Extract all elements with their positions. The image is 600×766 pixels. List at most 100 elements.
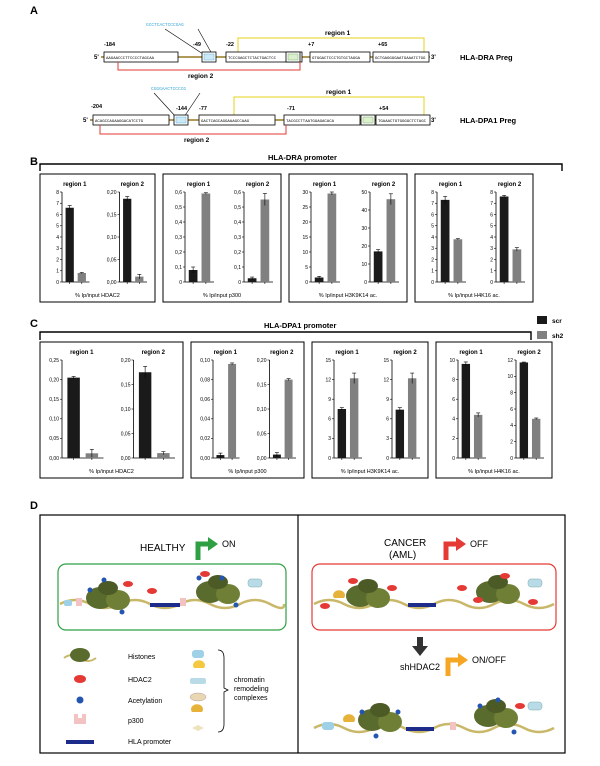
subplot-title: region 2	[121, 182, 145, 188]
bar-scr	[65, 207, 74, 282]
y-tick-label: 12	[383, 377, 389, 383]
y-tick-label: 0,20	[257, 358, 267, 364]
y-tick-label: 0,2	[175, 250, 182, 256]
y-tick-label: 3	[56, 246, 59, 252]
arrow-off-icon	[443, 537, 466, 560]
dpa1-box-3	[283, 114, 361, 126]
chart-xlabel: % Ip/input H3K9K14 ac.	[319, 293, 378, 299]
dpa1-name: HLA-DPA1 Preg	[460, 116, 517, 125]
subplot-title: region 1	[335, 350, 359, 356]
arrow-on-icon	[195, 537, 218, 560]
y-tick-label: 4	[490, 235, 493, 241]
dpa1-box-2	[198, 114, 276, 126]
dra-region2-label: region 2	[188, 73, 214, 80]
key-histones-icon	[70, 648, 90, 662]
y-tick-label: 0	[386, 456, 389, 462]
y-tick-label: 7	[490, 201, 493, 207]
cancer-promoter	[408, 603, 436, 607]
y-tick-label: 10	[507, 374, 513, 380]
chart-C-H3K9K14: % Ip/input H3K9K14 ac.region 103691215re…	[311, 341, 429, 479]
key-histones: Histones	[128, 654, 156, 661]
bar-scr	[499, 196, 509, 282]
dra-pos-1: -184	[104, 42, 116, 48]
off-label: OFF	[470, 539, 488, 549]
key-promoter: HLA promoter	[128, 739, 172, 746]
y-tick-label: 0	[364, 280, 367, 286]
cancer-chromatin	[313, 573, 555, 610]
chart-xlabel: % Ip/input H4K16 ac.	[448, 293, 500, 299]
bar-sh2	[512, 249, 522, 282]
y-tick-label: 3	[490, 246, 493, 252]
y-tick-label: 9	[386, 397, 389, 403]
bar-sh2	[157, 453, 170, 458]
dpa1-box-4	[375, 114, 431, 126]
key-promoter-icon	[66, 740, 94, 744]
y-tick-label: 3	[386, 436, 389, 442]
dra-box-1-seq: AAGAACCCTTCCCCTAGCAA	[106, 57, 155, 61]
healthy-box	[57, 563, 287, 631]
remodeling-complex-icons	[189, 650, 207, 731]
y-tick-label: 0,5	[234, 205, 241, 211]
chart-xlabel: % Ip/input H3K9K14 ac.	[341, 469, 400, 475]
y-tick-label: 15	[383, 358, 389, 364]
y-tick-label: 40	[361, 208, 367, 214]
y-tick-label: 0,05	[257, 431, 267, 437]
healthy-histones-left	[86, 581, 130, 610]
y-tick-label: 20	[302, 220, 308, 226]
panel-b-title: HLA-DRA promoter	[268, 153, 337, 162]
y-tick-label: 0,4	[234, 220, 241, 226]
y-tick-label: 6	[490, 212, 493, 218]
y-tick-label: 8	[510, 390, 513, 396]
subplot-title: region 2	[393, 350, 417, 356]
y-tick-label: 25	[302, 205, 308, 211]
panel-d: D HEALTHY ON	[30, 500, 566, 754]
panel-c-charts: % Ip/input HDAC2 region 1 0,00 0,05 0,10 0,15…	[39, 341, 553, 479]
y-tick-label: 5	[490, 224, 493, 230]
subplot-title: region 1	[214, 350, 238, 356]
dra-pos-3: -22	[226, 42, 234, 48]
key-hdac2-icon	[74, 675, 86, 683]
y-tick-label: 8	[431, 190, 434, 196]
dra-top-sequence: GCCTCACTCCCGAG	[146, 22, 184, 28]
shhdac2-chromatin	[313, 697, 555, 739]
y-tick-label: 0,20	[121, 358, 131, 364]
bar-sh2	[327, 193, 337, 282]
y-tick-label: 0,00	[121, 456, 131, 462]
y-tick-label: 0	[510, 456, 513, 462]
bar-scr	[188, 270, 198, 282]
y-tick-label: 0	[328, 456, 331, 462]
y-tick-label: 0,20	[107, 190, 117, 196]
on-label: ON	[222, 539, 236, 549]
y-tick-label: 0,02	[200, 436, 210, 442]
y-tick-label: 0,25	[49, 358, 59, 364]
y-tick-label: 0,15	[49, 397, 59, 403]
dpa1-pos-3: -77	[199, 106, 207, 112]
y-tick-label: 8	[452, 377, 455, 383]
y-tick-label: 0	[490, 280, 493, 286]
y-tick-label: 0,10	[257, 407, 267, 413]
bar-scr	[67, 377, 80, 458]
bar-sh2	[201, 193, 211, 282]
dra-three-prime: 3'	[431, 55, 436, 61]
y-tick-label: 20	[361, 244, 367, 250]
y-tick-label: 0,00	[49, 456, 59, 462]
dra-name: HLA-DRA Preg	[460, 53, 513, 62]
panel-c-title: HLA-DPA1 promoter	[264, 321, 336, 330]
chart-xlabel: % Ip/input HDAC2	[89, 469, 134, 475]
dpa1-pos-5: +54	[379, 106, 389, 112]
y-tick-label: 0,10	[121, 407, 131, 413]
healthy-histones-right	[196, 575, 240, 604]
subplot-title: region 2	[246, 182, 270, 188]
bar-sh2	[77, 273, 86, 282]
y-tick-label: 0,05	[121, 431, 131, 437]
legend-sh2-swatch	[537, 331, 547, 339]
y-tick-label: 8	[490, 190, 493, 196]
bar-sh2	[284, 379, 293, 458]
dpa1-box-3-seq: TACGCCTTAATGGAGACACA	[286, 120, 335, 124]
y-tick-label: 10	[449, 358, 455, 364]
arrow-onoff-icon	[445, 653, 468, 676]
complexes-label: complexes	[234, 695, 268, 702]
